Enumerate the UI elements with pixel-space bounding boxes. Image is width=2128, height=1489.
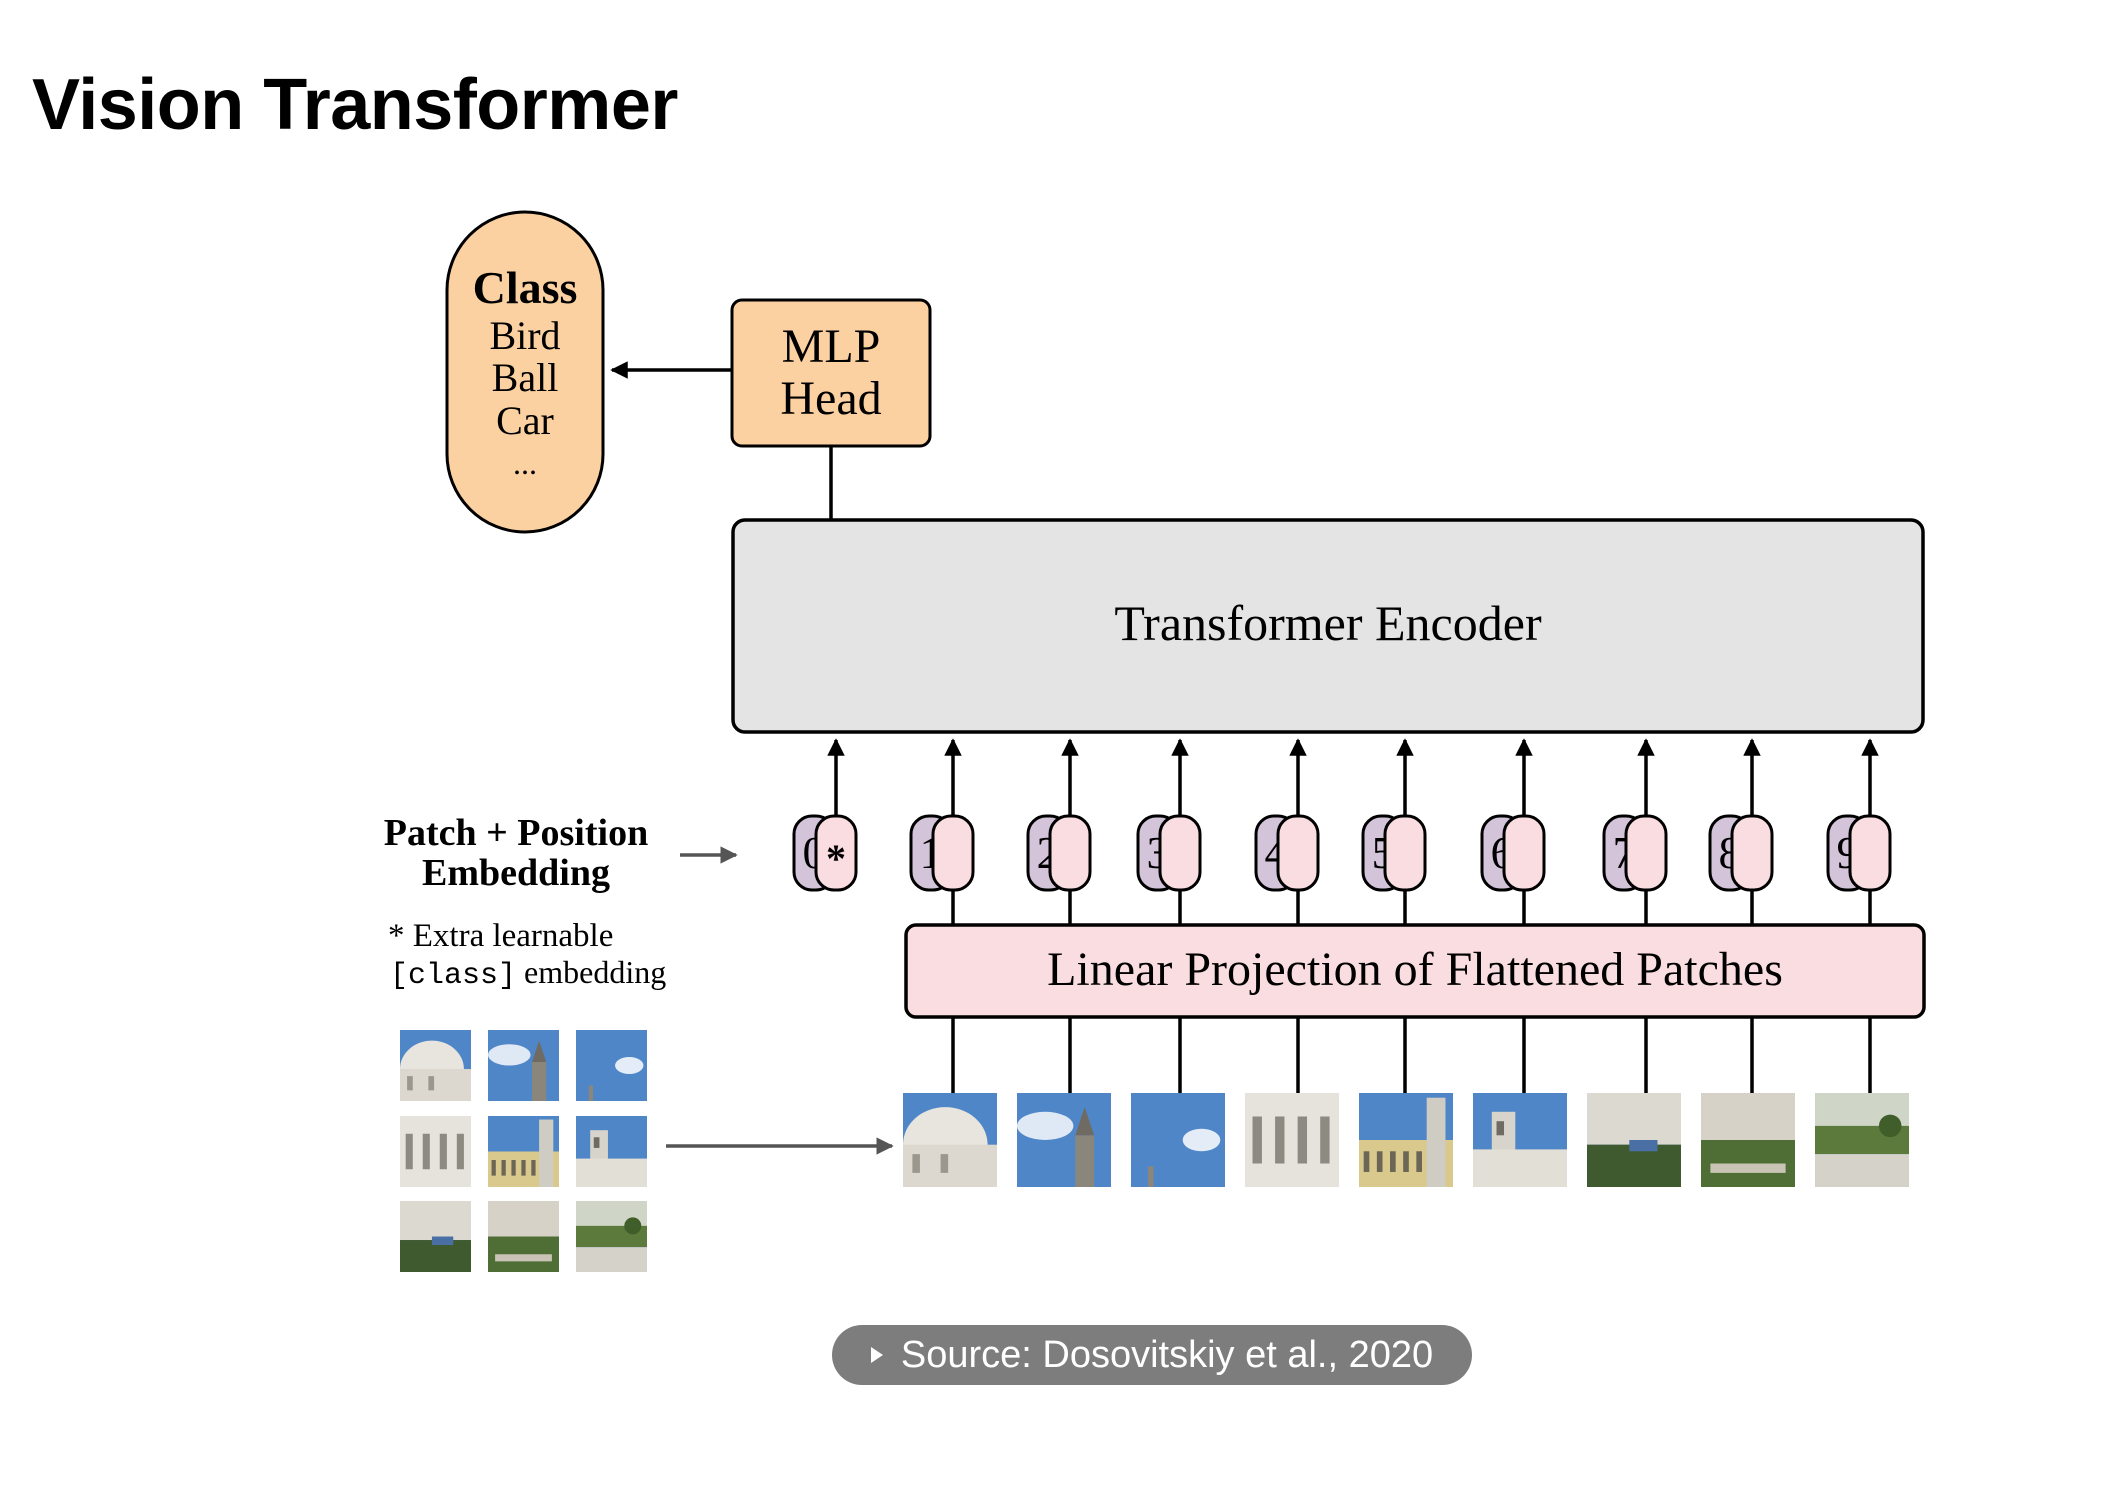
grid-street-patch-icon bbox=[400, 1201, 471, 1272]
patch-embedding-pill bbox=[1624, 814, 1668, 892]
patch-grid bbox=[400, 1030, 647, 1272]
grid-sky-patch-icon bbox=[576, 1030, 647, 1101]
disclosure-triangle-icon bbox=[870, 1347, 883, 1363]
garden-patch-icon bbox=[1701, 1093, 1795, 1187]
class-token-note: * Extra learnable [class] embedding bbox=[388, 918, 666, 993]
patch-embedding-pill bbox=[1383, 814, 1427, 892]
token-0: 0* bbox=[792, 738, 858, 892]
transformer-encoder-box: Transformer Encoder bbox=[731, 518, 1925, 734]
patch-embedding-pill bbox=[1048, 814, 1092, 892]
patch-embedding-pill bbox=[931, 814, 975, 892]
mlp-head-box: MLP Head bbox=[730, 298, 932, 448]
token-4: 4 bbox=[1254, 738, 1320, 892]
tower-sky-patch-icon bbox=[1473, 1093, 1567, 1187]
mlp-head-line1: MLP bbox=[782, 320, 881, 373]
mlp-head-line2: Head bbox=[780, 372, 881, 425]
patch-embedding-pill bbox=[1502, 814, 1546, 892]
class-item-ball: Ball bbox=[492, 355, 559, 400]
class-item-ellipsis: ... bbox=[513, 445, 537, 481]
note-suffix: embedding bbox=[516, 954, 666, 990]
token-7: 7 bbox=[1602, 738, 1668, 892]
grid-building-patch-icon bbox=[400, 1030, 471, 1101]
token-9: 9 bbox=[1826, 738, 1892, 892]
yellow-facade-patch-icon bbox=[1359, 1093, 1453, 1187]
slide-title: Vision Transformer bbox=[32, 65, 678, 145]
facade-patch-icon bbox=[1245, 1093, 1339, 1187]
grid-yellow-facade-patch-icon bbox=[488, 1116, 559, 1187]
class-item-bird: Bird bbox=[489, 313, 560, 358]
grid-facade-patch-icon bbox=[400, 1116, 471, 1187]
plaza-patch-icon bbox=[1815, 1093, 1909, 1187]
sky-tower-patch-icon bbox=[1017, 1093, 1111, 1187]
token-3: 3 bbox=[1136, 738, 1202, 892]
class-item-car: Car bbox=[496, 398, 554, 443]
street-patch-icon bbox=[1587, 1093, 1681, 1187]
encoder-label: Transformer Encoder bbox=[1114, 595, 1542, 651]
note-class-code: [class] bbox=[390, 959, 516, 993]
class-output-box: Class Bird Ball Car ... bbox=[445, 210, 605, 534]
patch-embedding-pill bbox=[814, 814, 858, 892]
embedding-label-line1: Patch + Position bbox=[384, 812, 648, 854]
linear-projection-box: Linear Projection of Flattened Patches bbox=[904, 923, 1926, 1019]
grid-plaza-patch-icon bbox=[576, 1201, 647, 1272]
token-1: 1 bbox=[909, 738, 975, 892]
patch-embedding-pill bbox=[1158, 814, 1202, 892]
token-8: 8 bbox=[1708, 738, 1774, 892]
note-second-line: [class] embedding bbox=[390, 954, 666, 993]
source-text: Source: Dosovitskiy et al., 2020 bbox=[900, 1333, 1434, 1376]
patch-embedding-pill bbox=[1848, 814, 1892, 892]
token-5: 5 bbox=[1361, 738, 1427, 892]
building-patch-icon bbox=[903, 1093, 997, 1187]
class-token-star: * bbox=[826, 836, 846, 881]
patch-embedding-pill bbox=[1276, 814, 1320, 892]
projection-label: Linear Projection of Flattened Patches bbox=[1047, 943, 1783, 996]
patch-sequence bbox=[903, 890, 1909, 1187]
patch-embedding-pill bbox=[1730, 814, 1774, 892]
note-star-line: * Extra learnable bbox=[388, 918, 613, 954]
embedding-label-line2: Embedding bbox=[422, 852, 610, 894]
source-toggle-button[interactable]: Source: Dosovitskiy et al., 2020 bbox=[832, 1325, 1472, 1385]
sky-patch-icon bbox=[1131, 1093, 1225, 1187]
token-6: 6 bbox=[1480, 738, 1546, 892]
grid-sky-tower-patch-icon bbox=[488, 1030, 559, 1101]
grid-tower-sky-patch-icon bbox=[576, 1116, 647, 1187]
token-2: 2 bbox=[1026, 738, 1092, 892]
grid-garden-patch-icon bbox=[488, 1201, 559, 1272]
class-heading: Class bbox=[473, 262, 578, 313]
embedding-label: Patch + Position Embedding bbox=[384, 812, 648, 894]
